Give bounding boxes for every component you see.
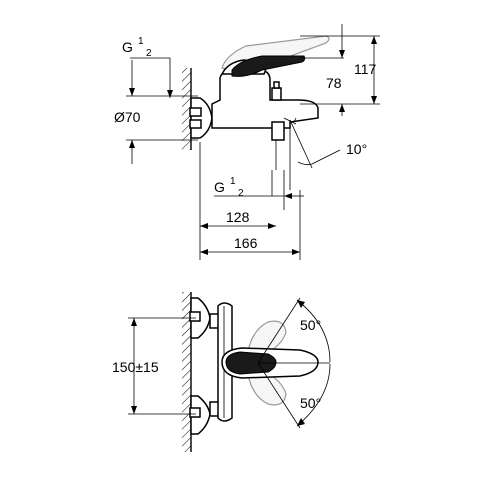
connector-lower — [189, 119, 202, 129]
label-depth-128: 128 — [226, 209, 250, 225]
connector-upper — [189, 107, 202, 117]
label-thread-top-sub: 2 — [146, 48, 152, 59]
label-thread-bottom-prefix: G — [214, 179, 225, 195]
side-view: G 1 2 Ø70 78 117 10° G 1 2 128 166 — [114, 24, 380, 260]
label-angle-upper: 50° — [300, 317, 321, 333]
diverter-knob — [271, 87, 282, 101]
label-thread-top-sup: 1 — [138, 36, 144, 47]
handle-front-inner — [225, 351, 277, 375]
label-height-78: 78 — [326, 75, 342, 91]
wall-hatching-top — [182, 68, 191, 150]
handle-ghost-up — [247, 320, 287, 357]
label-diameter: Ø70 — [114, 109, 141, 125]
wall-flange — [190, 97, 213, 139]
handle-lever — [231, 55, 306, 77]
label-centers: 150±15 — [112, 359, 159, 375]
handle-ghost-down — [247, 369, 287, 406]
label-height-117: 117 — [354, 61, 377, 77]
mixer-body — [211, 69, 319, 129]
label-thread-top-prefix: G — [122, 39, 133, 55]
spout-outlet — [271, 121, 285, 141]
label-depth-166: 166 — [234, 235, 258, 251]
diverter-stem — [273, 81, 280, 89]
wall-hatching-bottom — [182, 292, 191, 452]
label-thread-bottom-sub: 2 — [238, 188, 244, 199]
label-thread-bottom-sup: 1 — [230, 176, 236, 187]
label-angle-spout: 10° — [346, 141, 367, 157]
label-angle-lower: 50° — [300, 395, 321, 411]
front-view: 150±15 50° 50° — [112, 292, 331, 452]
